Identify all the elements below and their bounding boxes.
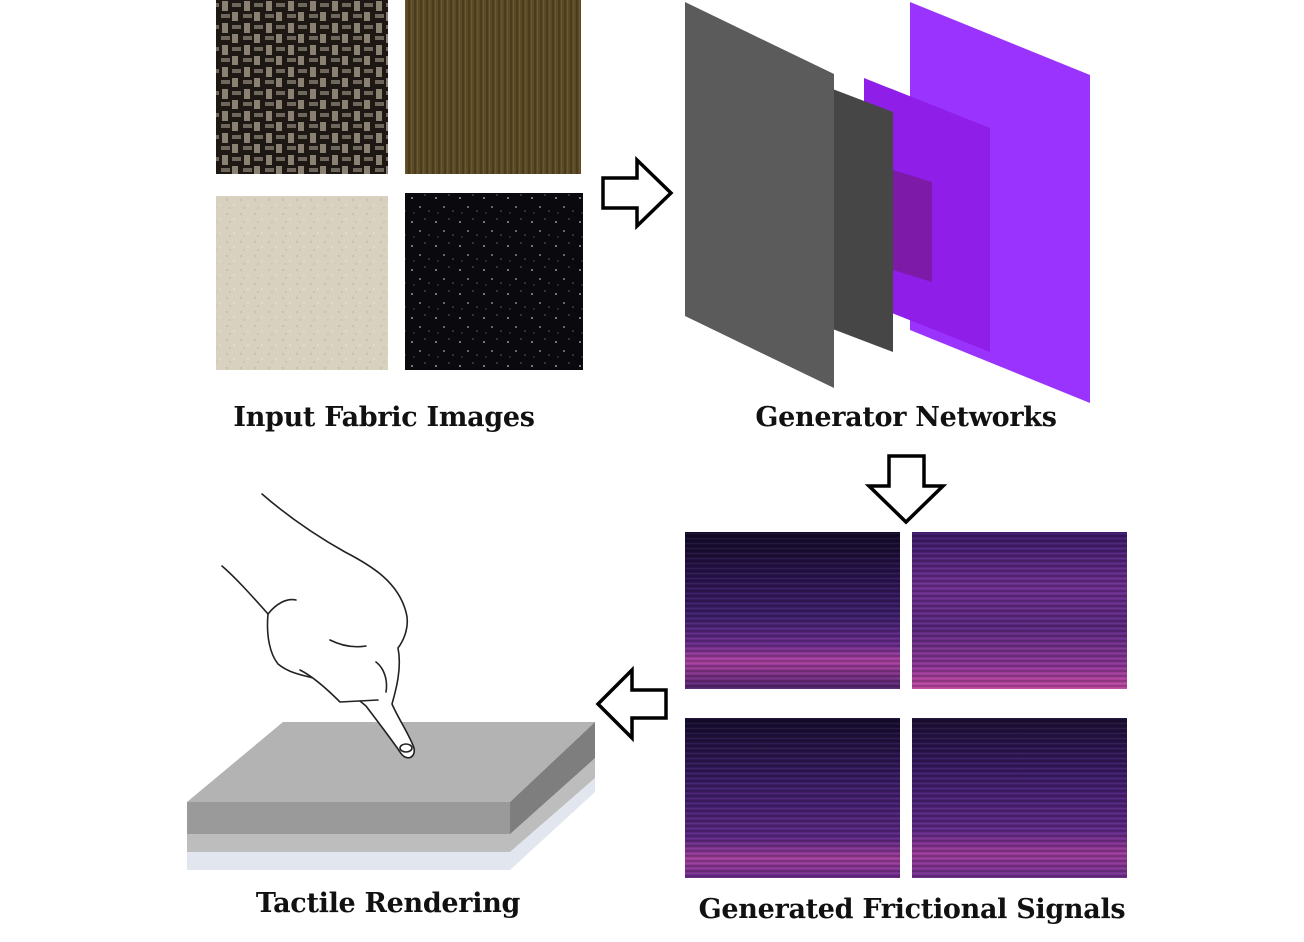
- caption-generated-frictional-signals: Generated Frictional Signals: [698, 894, 1126, 925]
- caption-tactile-rendering: Tactile Rendering: [255, 888, 521, 919]
- arrow-right-icon: [601, 155, 674, 231]
- generated-frictional-signals: [685, 532, 1127, 878]
- generator-networks: [685, 2, 1090, 403]
- fabric-image-woven: [216, 0, 388, 174]
- arrow-down-icon: [864, 454, 948, 525]
- input-fabric-images: [216, 0, 583, 370]
- fabric-image-black: [405, 193, 583, 370]
- spectrogram-2: [912, 532, 1127, 689]
- hand-pointing-icon: [221, 493, 416, 759]
- spectrogram-1: [685, 532, 900, 689]
- tactile-surface: [187, 722, 595, 870]
- spectrogram-3: [685, 718, 900, 878]
- fabric-image-brown: [405, 0, 581, 174]
- violet-layer-inner: [893, 170, 932, 282]
- gray-layer-small: [830, 88, 893, 352]
- gray-layer-large: [685, 2, 834, 388]
- caption-input-fabric-images: Input Fabric Images: [233, 402, 535, 433]
- caption-generator-networks: Generator Networks: [755, 402, 1057, 433]
- spectrogram-4: [912, 718, 1127, 878]
- fabric-image-felt: [216, 196, 388, 370]
- arrow-left-icon: [595, 665, 668, 743]
